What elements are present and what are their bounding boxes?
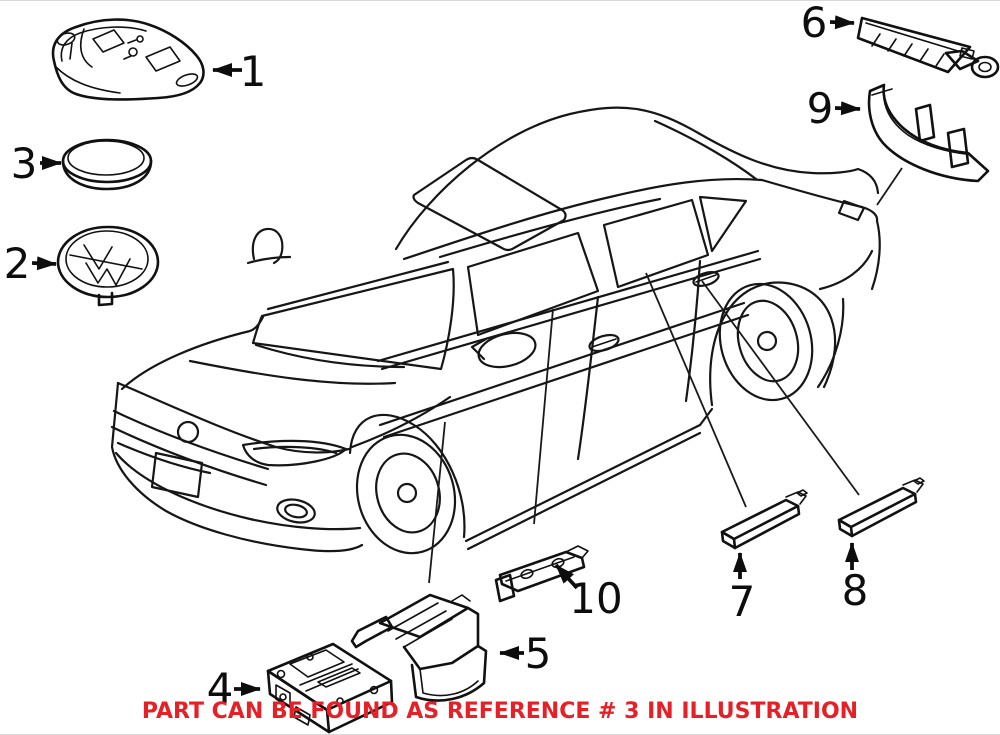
part-drawing-antenna-bar-8 (837, 477, 925, 538)
rear-wheel (718, 282, 814, 402)
part-label-2: 2 (4, 239, 31, 288)
part-label-8: 8 (842, 566, 869, 615)
windshield (251, 267, 455, 371)
license-plate (150, 451, 204, 499)
part-label-10: 10 (569, 574, 622, 623)
sunroof (412, 156, 567, 252)
part-label-3: 3 (11, 139, 38, 188)
leader-line-part-9 (876, 167, 903, 206)
part-label-7: 7 (729, 577, 756, 626)
part-label-1: 1 (240, 47, 267, 96)
front-door-handle (588, 333, 620, 353)
rear-door-window (602, 198, 710, 289)
side-mirror (477, 331, 537, 369)
leader-line-part-7 (645, 272, 747, 508)
arrow-part-10 (554, 563, 579, 590)
arrow-part-9 (834, 101, 861, 116)
arrow-part-6 (829, 15, 855, 30)
part-drawing-control-module (266, 642, 394, 734)
headlight (241, 439, 348, 467)
part-drawing-vw-emblem (56, 225, 160, 307)
part-label-9: 9 (807, 84, 834, 133)
rear-door-handle (692, 271, 720, 287)
part-label-4: 4 (207, 664, 234, 713)
front-wheel (355, 433, 457, 555)
arrow-part-2 (31, 256, 57, 271)
tail-light (837, 199, 866, 222)
part-drawing-remote-flip-key (51, 18, 205, 101)
front-door-window (466, 231, 600, 337)
fog-light (276, 498, 316, 524)
part-label-6: 6 (801, 1, 828, 47)
leader-line-part-8 (701, 280, 860, 496)
reference-caption: PART CAN BE FOUND AS REFERENCE # 3 IN IL… (141, 699, 859, 724)
grille-emblem (176, 420, 200, 444)
part-drawing-cover-cap (61, 138, 153, 191)
part-label-5: 5 (525, 629, 552, 678)
part-labels: 1 2 3 4 5 6 7 8 9 10 (4, 1, 869, 713)
part-drawing-antenna-module (856, 16, 1000, 79)
leader-line-part-10 (533, 308, 554, 525)
callout-arrows (31, 15, 861, 696)
part-drawing-antenna-bar-7 (720, 489, 808, 550)
car-illustration (110, 106, 881, 555)
part-drawing-mounting-bracket (867, 83, 990, 183)
part-drawing-module-bracket (350, 593, 488, 702)
quarter-window (698, 195, 748, 253)
leader-line-part-5 (428, 421, 446, 584)
leader-lines (428, 167, 903, 584)
